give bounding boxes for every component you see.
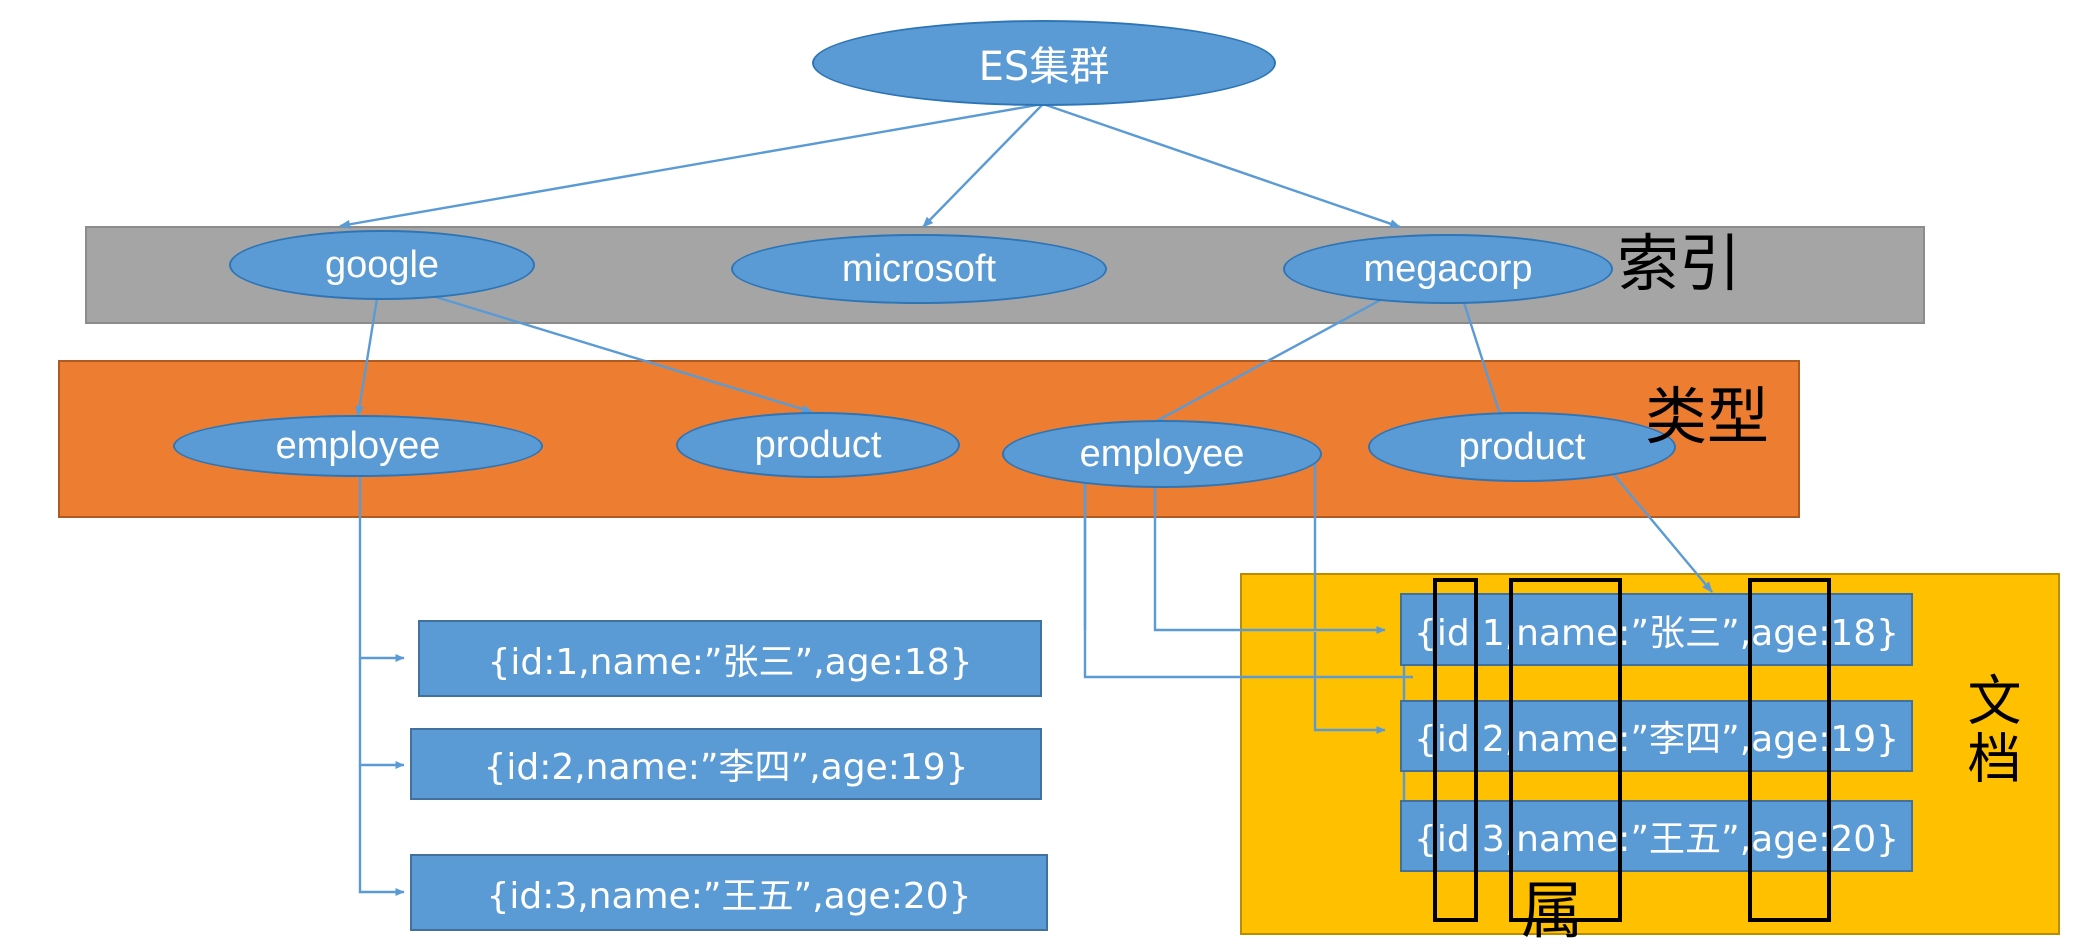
document-left-2[interactable]: {id:2,name:”李四”,age:19}	[410, 728, 1042, 800]
edge-employee-left-to-doc3	[358, 765, 405, 896]
attribute-column-age	[1748, 578, 1831, 922]
edge-root-to-google	[339, 102, 1044, 229]
node-es-cluster[interactable]: ES集群	[812, 20, 1276, 106]
node-type-google-product[interactable]: product	[676, 412, 960, 478]
node-index-google[interactable]: google	[229, 230, 535, 300]
document-left-1[interactable]: {id:1,name:”张三”,age:18}	[418, 620, 1042, 697]
type-band-label: 类型	[1645, 380, 1770, 453]
attribute-column-name	[1509, 578, 1622, 922]
edge-root-to-microsoft	[922, 103, 1044, 228]
document-band-label: 文档	[1958, 672, 2021, 788]
attribute-column-id	[1433, 578, 1478, 922]
edge-employee-left-to-doc2	[358, 658, 405, 769]
node-index-megacorp[interactable]: megacorp	[1283, 234, 1613, 304]
node-type-megacorp-employee[interactable]: employee	[1002, 420, 1322, 488]
node-index-microsoft[interactable]: microsoft	[731, 234, 1107, 304]
document-left-3[interactable]: {id:3,name:”王五”,age:20}	[410, 854, 1048, 931]
node-type-google-employee[interactable]: employee	[173, 415, 543, 477]
edge-root-to-megacorp	[1042, 102, 1401, 229]
node-type-megacorp-product[interactable]: product	[1368, 412, 1676, 482]
index-band-label: 索引	[1617, 227, 1742, 300]
attribute-band-label: 属	[1521, 874, 1584, 947]
